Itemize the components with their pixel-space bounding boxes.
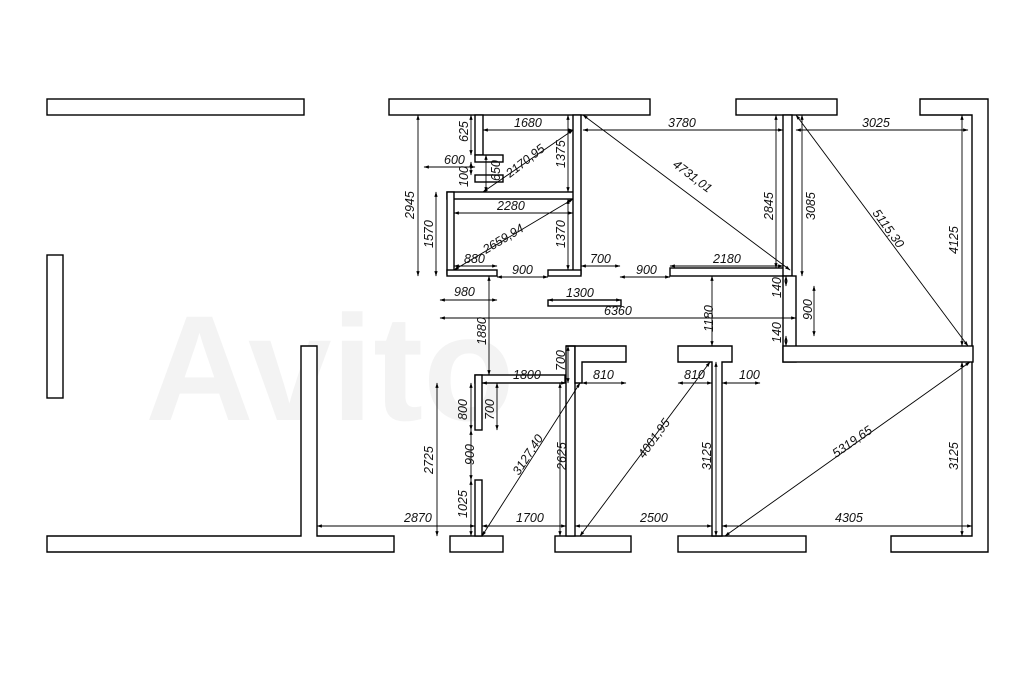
- partition-room-divider: [782, 114, 793, 277]
- partition-lower-divider-a: [565, 345, 576, 537]
- dim-label: 900: [636, 263, 657, 277]
- dim-label: 3085: [804, 192, 818, 220]
- dim-label: 4305: [835, 511, 863, 525]
- wall-top-middle: [388, 98, 651, 116]
- wall-bottom-left: [46, 345, 395, 553]
- dim-label: 140: [770, 277, 784, 298]
- dim-label: 2659,94: [479, 221, 526, 257]
- dim-label: 6360: [604, 304, 632, 318]
- partition-corridor-top-c: [669, 267, 792, 277]
- dim-label: 2625: [555, 442, 569, 471]
- dim-label: 4125: [947, 226, 961, 254]
- dim-label: 700: [554, 350, 568, 371]
- walls: [46, 98, 989, 553]
- dim-label: 700: [483, 399, 497, 420]
- dim-label: 625: [457, 121, 471, 142]
- dim-label: 2170,95: [502, 141, 547, 180]
- wall-top-right-stub: [735, 98, 838, 116]
- dim-label: 4731,01: [670, 157, 715, 195]
- wall-left-column: [46, 254, 64, 399]
- wall-bottom-stub-2: [554, 535, 632, 553]
- dim-label: 1700: [516, 511, 544, 525]
- dim-label: 100: [739, 368, 760, 382]
- dim-label: 1370: [554, 220, 568, 248]
- partition-corridor-low: [782, 345, 974, 363]
- dim-label: 1025: [456, 490, 470, 518]
- dim-label: 3025: [862, 116, 890, 130]
- dimension-lines: [316, 114, 973, 537]
- partition-corridor-top-a: [446, 269, 498, 277]
- dim-label: 3125: [947, 442, 961, 470]
- partition-bath-top: [446, 191, 578, 200]
- dim-label: 650: [489, 160, 503, 181]
- dim-label: 900: [801, 299, 815, 320]
- partition-bath-left: [446, 191, 455, 275]
- dim-label: 1300: [566, 286, 594, 300]
- dim-label: 2280: [496, 199, 525, 213]
- dim-label: 4001,95: [635, 416, 673, 461]
- dim-label: 1180: [702, 305, 716, 332]
- wall-right-outer: [890, 98, 989, 553]
- dim-label: 600: [444, 153, 465, 167]
- dim-label: 1570: [422, 220, 436, 248]
- dim-label: 140: [770, 322, 784, 343]
- dim-label: 2845: [762, 192, 776, 221]
- partition-corridor-top-b: [547, 269, 582, 277]
- dim-label: 100: [457, 166, 471, 187]
- dim-label: 2180: [712, 252, 741, 266]
- partition-wc-vertical: [474, 114, 484, 156]
- dim-label: 1800: [513, 368, 541, 382]
- dim-label: 5319,65: [830, 423, 875, 460]
- dim-label: 810: [593, 368, 614, 382]
- dim-label: 880: [464, 252, 485, 266]
- dim-label: 1680: [514, 116, 542, 130]
- dim-label: 900: [512, 263, 533, 277]
- dim-label: 700: [590, 252, 611, 266]
- dim-label: 2725: [422, 446, 436, 475]
- wall-bottom-stub-1: [449, 535, 504, 553]
- dim-label: 1375: [554, 140, 568, 168]
- dim-label: 980: [454, 285, 475, 299]
- dim-label: 800: [456, 399, 470, 420]
- watermark-text: Avito: [145, 284, 514, 452]
- dim-label: 900: [463, 444, 477, 465]
- dim-label: 3125: [700, 442, 714, 470]
- dim-label: 5115,30: [870, 207, 907, 251]
- wall-bottom-stub-3: [677, 535, 807, 553]
- wall-top-left: [46, 98, 305, 116]
- partition-lower-room1-low: [474, 479, 483, 537]
- partition-bath-right: [572, 114, 582, 275]
- dim-label: 2500: [639, 511, 668, 525]
- dim-label: 3780: [668, 116, 696, 130]
- dim-label: 1880: [475, 317, 489, 345]
- partition-lower-room1-left: [474, 374, 483, 431]
- dim-label: 2945: [403, 191, 417, 220]
- dim-label: 810: [684, 368, 705, 382]
- dim-label: 3127,40: [510, 432, 546, 478]
- dim-label: 2870: [403, 511, 432, 525]
